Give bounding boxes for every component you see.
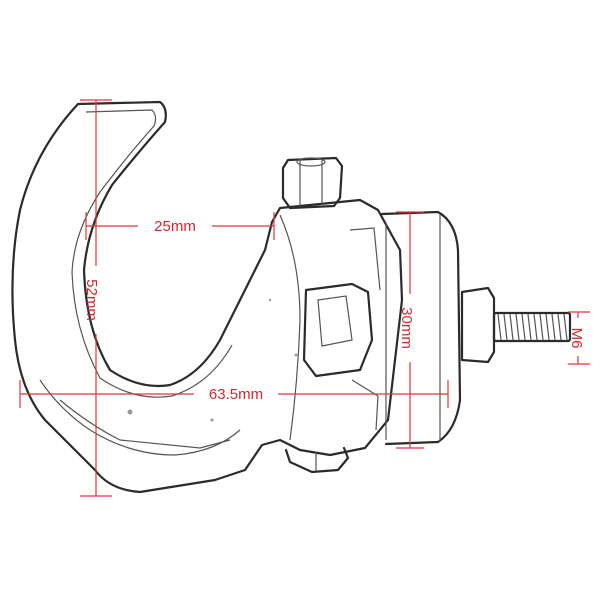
bolt-thread-dimension: M6 [568, 328, 585, 349]
surface-texture [127, 298, 298, 422]
body-seam [279, 214, 301, 441]
thread-ridge [557, 313, 562, 341]
thread-ridge [509, 313, 514, 341]
top-nut [281, 156, 344, 210]
threaded-bolt [460, 286, 572, 364]
hook-outer-outline [11, 100, 404, 494]
thread-ridge [527, 313, 532, 341]
clamp-plate [380, 210, 462, 446]
thread-ridge [551, 313, 556, 341]
thread-ridge [563, 313, 568, 341]
thread-ridge [533, 313, 538, 341]
thread-ridge [521, 313, 526, 341]
bolt-threads [497, 313, 568, 341]
hook-inner-rim [71, 109, 233, 398]
hook-back-bevel [39, 379, 241, 456]
thread-ridge [497, 313, 502, 341]
dimension-annotations: 25mm 52mm 63.5mm 30mm M6 [19, 99, 590, 497]
thread-ridge [515, 313, 520, 341]
overall-width-dimension: 63.5mm [209, 386, 263, 403]
thread-ridge [539, 313, 544, 341]
hook-clamp-body [11, 100, 404, 494]
hook-heel-bevel [59, 399, 231, 449]
jaw-opening-dimension: 25mm [154, 218, 196, 235]
thread-ridge [545, 313, 550, 341]
bottom-nut [284, 446, 350, 474]
latch-mechanism [302, 227, 381, 431]
hook-height-dimension: 52mm [83, 279, 100, 321]
thread-ridge [503, 313, 508, 341]
clamp-height-dimension: 30mm [398, 307, 415, 349]
